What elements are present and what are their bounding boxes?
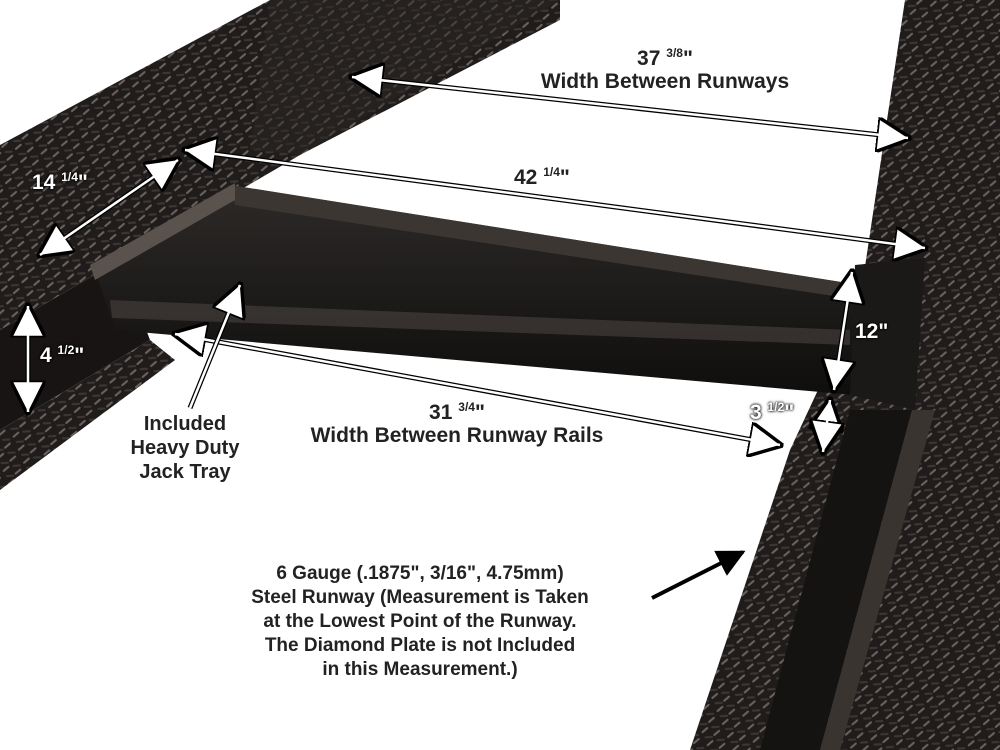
- jack-tray: [90, 183, 925, 410]
- frac-num: 1: [543, 165, 550, 179]
- label-tray-height: 12": [855, 320, 889, 343]
- frac-den: 4: [553, 165, 560, 179]
- value-whole: 42: [514, 166, 538, 189]
- steel-runway-note: 6 Gauge (.1875", 3/16", 4.75mm) Steel Ru…: [190, 562, 650, 682]
- frac-num: 3: [666, 46, 673, 60]
- label-tray-length: 42 1/4": [514, 165, 570, 189]
- frac-den: 8: [676, 46, 683, 60]
- caption-width-between-rails: Width Between Runway Rails: [310, 424, 604, 447]
- frac-den: 4: [71, 170, 78, 184]
- inch-mark: ": [682, 47, 693, 70]
- value-whole: 31: [429, 401, 453, 424]
- label-width-between-rails: 31 3/4" Width Between Runway Rails: [282, 400, 632, 447]
- inch-mark: ": [74, 344, 85, 367]
- value-whole: 4: [40, 344, 52, 367]
- label-tray-depth: 14 1/4": [32, 170, 88, 194]
- note-line: Steel Runway (Measurement is Taken: [251, 587, 589, 608]
- value-whole: 37: [637, 47, 661, 70]
- label-rail-height-left: 4 1/2": [40, 343, 85, 367]
- dimension-arrows: [28, 77, 925, 600]
- frac-num: 1: [61, 170, 68, 184]
- note-line: 6 Gauge (.1875", 3/16", 4.75mm): [276, 563, 564, 584]
- caption-width-between-runways: Width Between Runways: [540, 70, 790, 93]
- frac-num: 1: [767, 400, 775, 414]
- value-whole: 3: [750, 401, 762, 424]
- frac-den: 2: [67, 343, 75, 357]
- note-line: at the Lowest Point of the Runway.: [263, 611, 577, 632]
- inch-mark: ": [784, 401, 795, 424]
- label-rail-height-right: 3 1/2": [750, 400, 795, 424]
- label-jack-tray: Included Heavy Duty Jack Tray: [110, 412, 260, 484]
- inch-mark: ": [559, 166, 570, 189]
- inch-mark: ": [77, 171, 88, 194]
- jack-tray-line: Included: [143, 413, 227, 435]
- frac-num: 1: [57, 343, 65, 357]
- arrow-steel-runway: [651, 550, 746, 600]
- jack-tray-line: Jack Tray: [139, 461, 231, 483]
- value-whole: 14: [32, 171, 56, 194]
- frac-den: 2: [777, 400, 785, 414]
- label-width-between-runways: 37 3/8" Width Between Runways: [515, 46, 815, 93]
- note-line: The Diamond Plate is not Included: [264, 635, 576, 656]
- note-line: in this Measurement.): [322, 659, 518, 680]
- frac-num: 3: [458, 400, 465, 414]
- inch-mark: ": [474, 401, 485, 424]
- jack-tray-line: Heavy Duty: [130, 437, 240, 459]
- frac-den: 4: [468, 400, 475, 414]
